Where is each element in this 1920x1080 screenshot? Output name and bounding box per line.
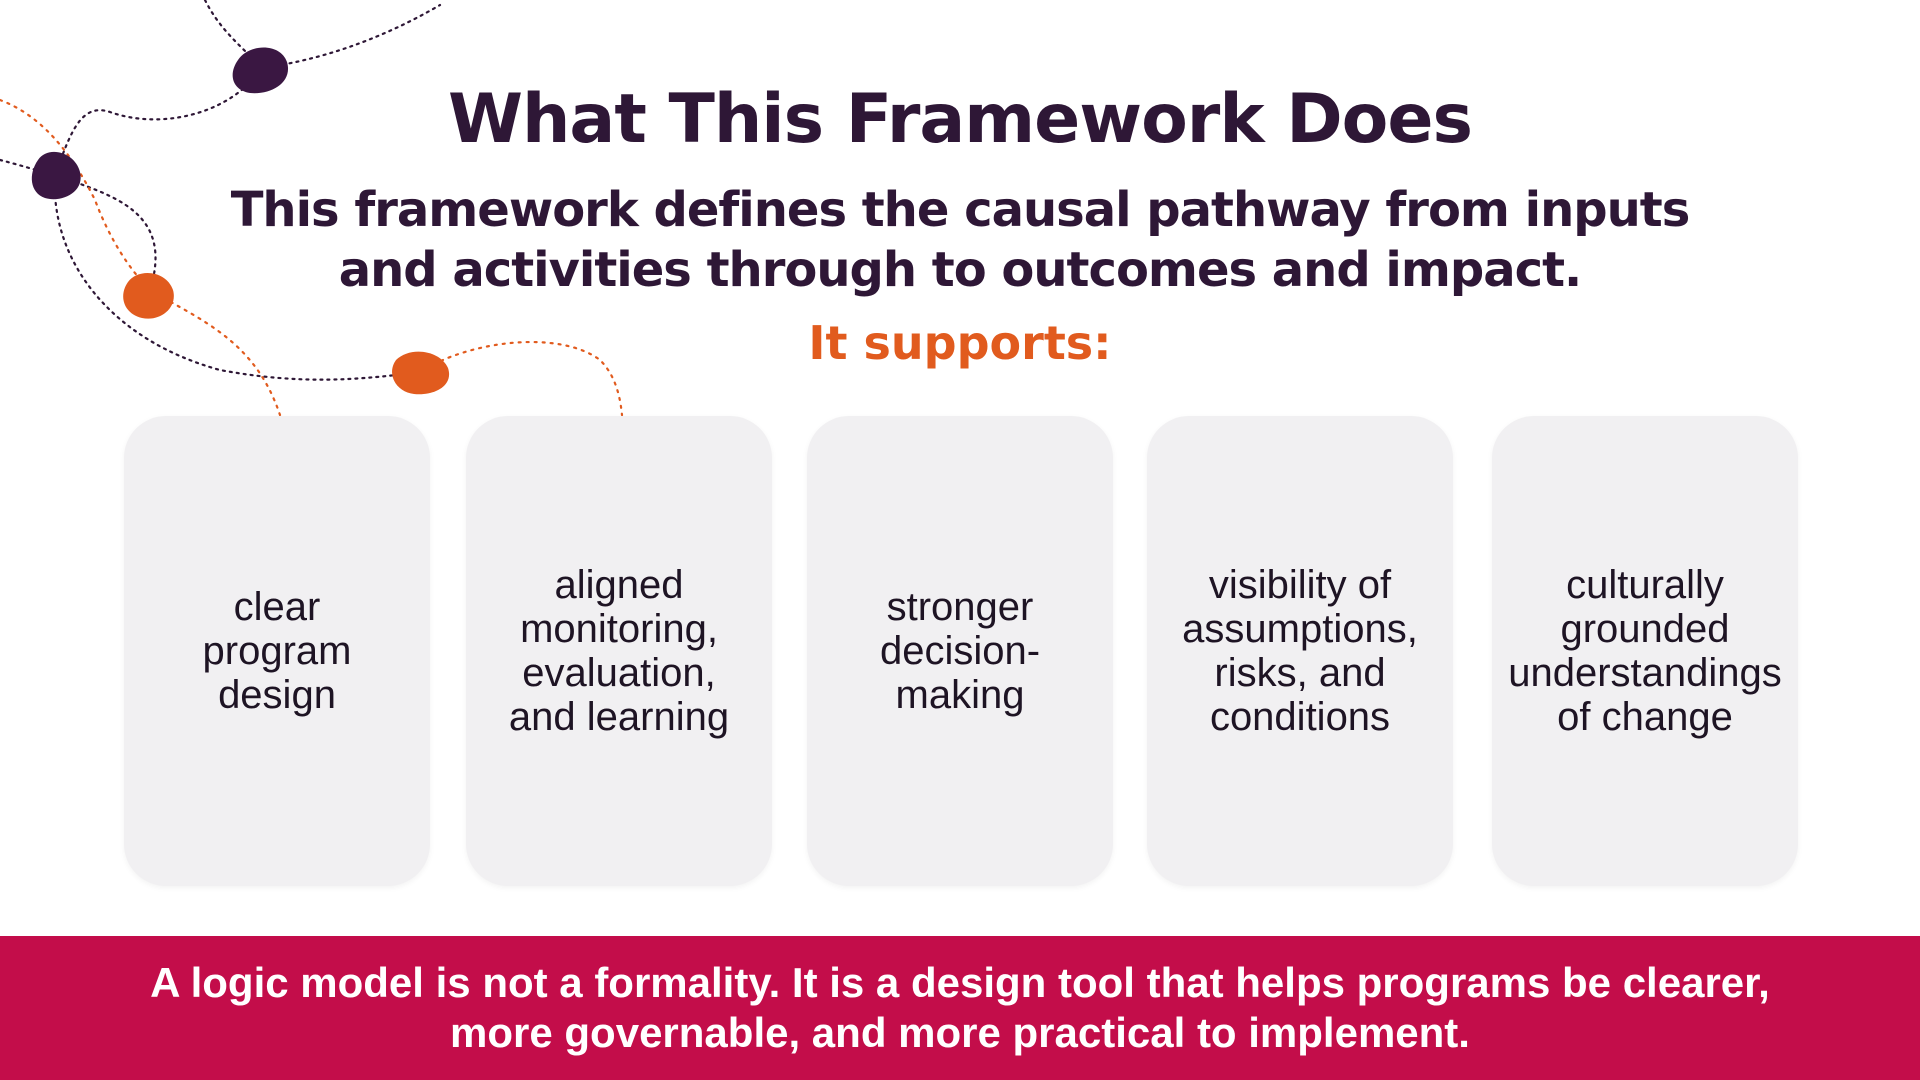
slide-subtitle: This framework defines the causal pathwa… (230, 182, 1691, 298)
orange-node-icon (123, 272, 174, 319)
bottom-banner: A logic model is not a formality. It is … (0, 936, 1920, 1080)
slide-title: What This Framework Does (448, 80, 1473, 159)
dark-node-icon (31, 151, 81, 200)
banner-text: A logic model is not a formality. It is … (150, 959, 1770, 1056)
support-card: stronger decision-making (807, 416, 1113, 886)
support-card-text: visibility of assumptions, risks, and co… (1182, 563, 1418, 739)
support-cards: clear program design aligned monitoring,… (0, 416, 1920, 886)
support-card-text: aligned monitoring, evaluation, and lear… (508, 563, 730, 739)
support-card: culturally grounded understandings of ch… (1492, 416, 1798, 886)
support-card-text: clear program design (202, 585, 352, 717)
supports-label: It supports: (808, 316, 1112, 370)
support-card: visibility of assumptions, risks, and co… (1147, 416, 1453, 886)
support-card-text: culturally grounded understandings of ch… (1508, 563, 1782, 739)
dark-node-icon (232, 47, 289, 94)
orange-node-icon (392, 351, 450, 395)
support-card: clear program design (124, 416, 430, 886)
decorative-network-graphic (0, 0, 624, 417)
support-card-text: stronger decision-making (879, 585, 1041, 717)
support-card: aligned monitoring, evaluation, and lear… (466, 416, 772, 886)
